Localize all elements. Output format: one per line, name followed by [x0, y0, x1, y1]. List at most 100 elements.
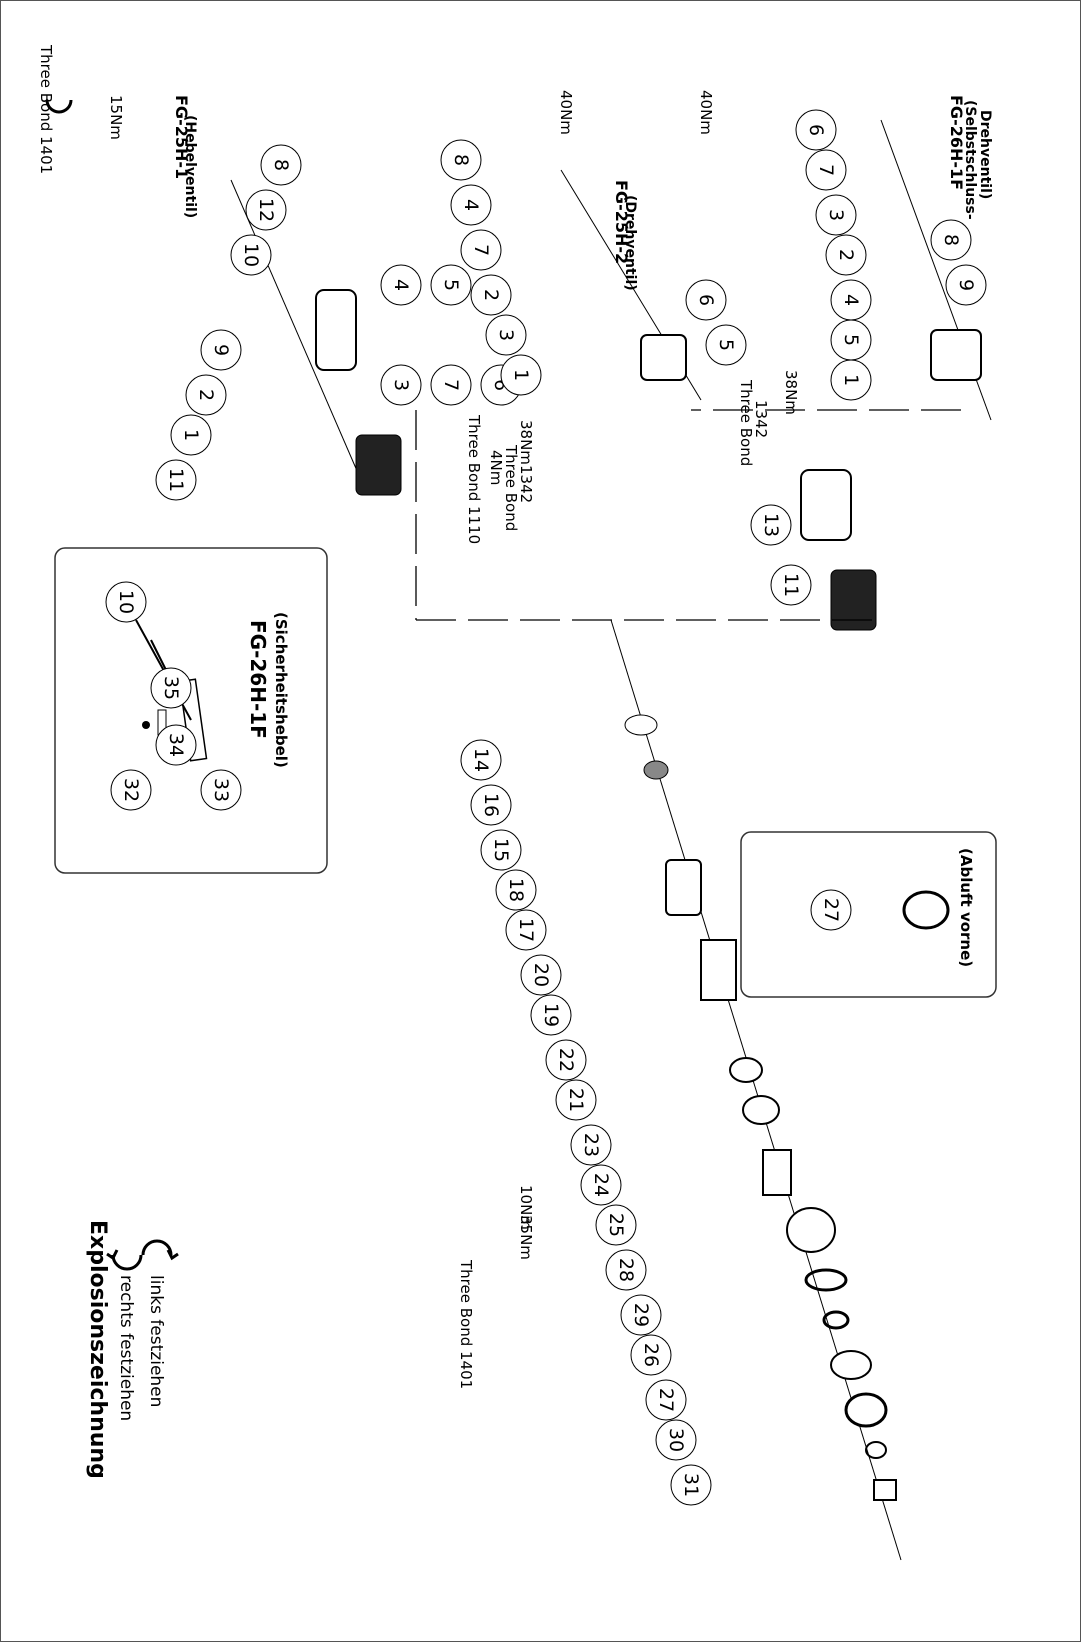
- part-callout-number: 1: [180, 429, 202, 441]
- part-callout-number: 21: [565, 1088, 587, 1112]
- part-callout-circle: [795, 109, 837, 151]
- part-callout-number: 2: [480, 289, 502, 301]
- part-callout-circle: [480, 829, 522, 871]
- part-callout-number: 26: [640, 1343, 662, 1367]
- part-callout-circle: [495, 869, 537, 911]
- part-callout-number: 31: [680, 1473, 702, 1497]
- tb1401-label-top: Three Bond 1401: [37, 44, 55, 174]
- part-callout-number: 17: [515, 918, 537, 942]
- part-callout-circle: [930, 219, 972, 261]
- part-callout-circle: [450, 184, 492, 226]
- exhaust-inset-box: [740, 831, 997, 998]
- tb1342-label-b1: Three Bond: [737, 379, 755, 466]
- part-callout-number: 9: [210, 344, 232, 356]
- part-callout-number: 12: [255, 198, 277, 222]
- counterclockwise-icon: [141, 1239, 173, 1256]
- part-callout-circle: [155, 724, 197, 766]
- valve1-body: [315, 289, 357, 371]
- tb1110-label: Three Bond 1110: [465, 414, 483, 544]
- part-callout-circle: [380, 364, 422, 406]
- part-callout-number: 3: [495, 329, 517, 341]
- exhaust-inset-label: (Abluft vorne): [957, 848, 975, 967]
- part-callout-number: 10: [115, 590, 137, 614]
- part-callout-number: 2: [195, 389, 217, 401]
- torque-40-b: 40Nm: [697, 90, 715, 135]
- part-callout-circle: [150, 667, 192, 709]
- part-callout-circle: [810, 889, 852, 931]
- part-callout-number: 4: [390, 279, 412, 291]
- part-callout-circle: [430, 364, 472, 406]
- tb1342-label-a1: Three Bond: [502, 444, 520, 531]
- torque-10: 10Nm: [517, 1185, 535, 1230]
- part-callout-number: 22: [555, 1048, 577, 1072]
- valve3-subtitle-1: (Selbstschluss-: [962, 100, 978, 220]
- adapter-13: [800, 469, 852, 541]
- part-callout-circle: [460, 739, 502, 781]
- tb1342-label-b2: 1342: [752, 400, 770, 438]
- part-callout-circle: [260, 144, 302, 186]
- main-assembly: Three Bond 1401 10Nm 35Nm 14 16 15 18 17…: [457, 619, 902, 1561]
- torque-35: 35Nm: [517, 1215, 535, 1260]
- part-callout-number: 30: [665, 1428, 687, 1452]
- part-callout-circle: [825, 234, 867, 276]
- part-callout-number: 8: [940, 234, 962, 246]
- part-callout-circle: [530, 994, 572, 1036]
- part-callout-circle: [595, 1204, 637, 1246]
- torque-4: 4Nm: [487, 450, 505, 485]
- drawing-title: Explosionszeichnung: [85, 1220, 110, 1479]
- part-callout-circle: [770, 564, 812, 606]
- part-callout-number: 6: [805, 124, 827, 136]
- part-callout-circle: [645, 1379, 687, 1421]
- part-callout-circle: [110, 769, 152, 811]
- part-callout-number: 2: [835, 249, 857, 261]
- part-callout-circle: [200, 329, 242, 371]
- part-callout-circle: [170, 414, 212, 456]
- front-exhaust-ring: [902, 890, 950, 930]
- part-callout-number: 6: [695, 294, 717, 306]
- part-callout-number: 8: [450, 154, 472, 166]
- tb1342-label-a2: 1342: [517, 465, 535, 503]
- part-callout-number: 13: [760, 513, 782, 537]
- valve2-body: [640, 334, 687, 381]
- part-callout-circle: [815, 194, 857, 236]
- part-callout-number: 1: [510, 369, 532, 381]
- part-callout-number: 3: [825, 209, 847, 221]
- clockwise-icon: [111, 1254, 143, 1271]
- part-callout-number: 24: [590, 1173, 612, 1197]
- part-callout-number: 7: [440, 379, 462, 391]
- part-callout-circle: [620, 1294, 662, 1336]
- part-callout-number: 16: [480, 793, 502, 817]
- cw-legend: rechts festziehen: [106, 1249, 143, 1421]
- knurled-grip-11: [355, 434, 402, 496]
- part-callout-circle: [670, 1464, 712, 1506]
- part-callout-number: 14: [470, 748, 492, 772]
- torque-38-b: 38Nm: [782, 370, 800, 415]
- part-callout-number: 18: [505, 878, 527, 902]
- part-callout-circle: [380, 264, 422, 306]
- valve3-name: FG-26H-1F: [947, 95, 966, 190]
- part-callout-number: 28: [615, 1258, 637, 1282]
- valve1-name: FG-25H-1: [172, 95, 191, 179]
- part-callout-number: 33: [210, 778, 232, 802]
- tb1401-label-main: Three Bond 1401: [457, 1259, 475, 1389]
- lever-inset-subtitle: (Sicherheitshebel): [272, 612, 290, 768]
- part-callout-number: 4: [460, 199, 482, 211]
- lever-inset-box: [54, 547, 328, 874]
- part-callout-circle: [105, 581, 147, 623]
- part-callout-circle: [685, 279, 727, 321]
- legend-left-label: links festziehen: [146, 1275, 166, 1407]
- part-callout-circle: [545, 1039, 587, 1081]
- part-callout-number: 29: [630, 1303, 652, 1327]
- part-callout-number: 20: [530, 963, 552, 987]
- torque-15: 15Nm: [107, 95, 125, 140]
- torque-40-a: 40Nm: [557, 90, 575, 135]
- part-callout-circle: [805, 149, 847, 191]
- part-callout-circle: [750, 504, 792, 546]
- part-callout-number: 15: [490, 838, 512, 862]
- part-callout-circle: [630, 1334, 672, 1376]
- lever-inset-title: FG-26H-1F: [246, 620, 270, 739]
- part-callout-number: 8: [270, 159, 292, 171]
- valve2-subtitle: (Drehventil): [622, 195, 638, 291]
- part-callout-number: 5: [840, 334, 862, 346]
